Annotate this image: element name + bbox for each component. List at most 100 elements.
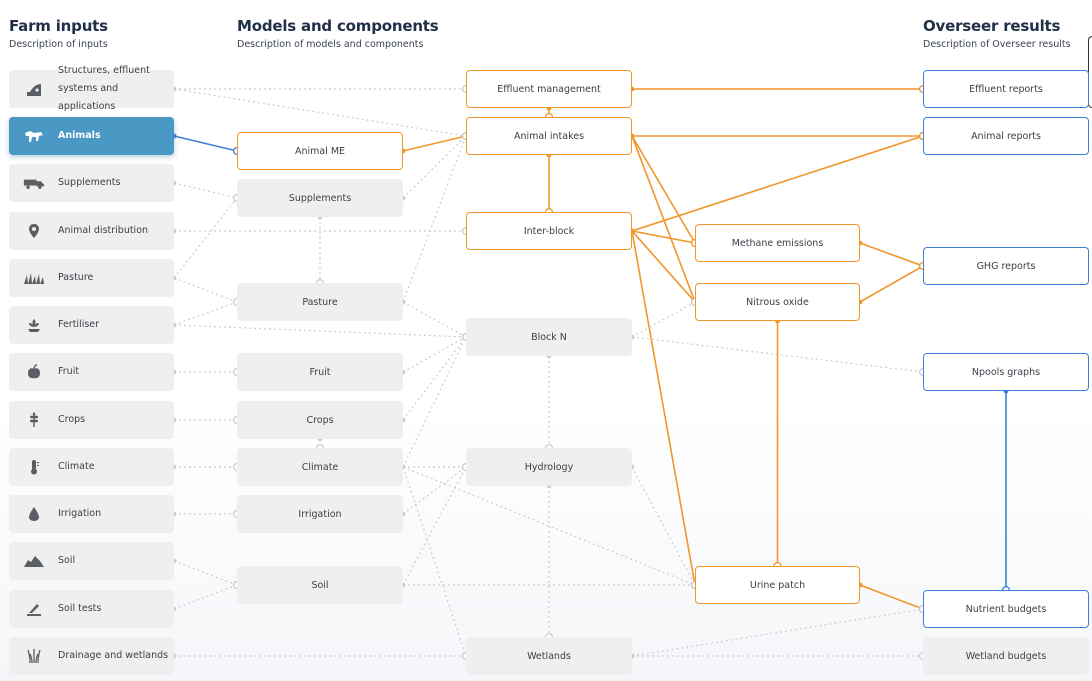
node-c_soil[interactable]: Soil [237,566,403,604]
models-title: Models and components [237,17,439,35]
node-supplements[interactable]: Supplements [9,164,174,202]
node-r_ghg[interactable]: GHG reports [923,247,1089,285]
node-label-c_crops: Crops [306,414,334,426]
node-r_wetland[interactable]: Wetland budgets [923,637,1089,675]
node-label-pasture: Pasture [58,272,94,283]
link-methane-r_ghg [859,242,924,267]
soil-icon [23,552,45,570]
link-supplements-c_supplements [173,182,238,199]
link-soil-c_soil [173,560,238,586]
node-crops[interactable]: Crops [9,401,174,439]
node-label-fertiliser: Fertiliser [58,319,100,330]
water-drop-icon [23,505,45,523]
link-intakes-nitrous [631,135,696,303]
link-wetlands-r_nutrient [631,608,924,657]
wheat-icon [23,411,45,429]
grass-icon [23,269,45,287]
node-methane[interactable]: Methane emissions [695,224,860,262]
node-climate[interactable]: Climate [9,448,174,486]
link-c_pasture-blockn [402,301,467,338]
node-r_effluent[interactable]: Effluent reports [923,70,1089,108]
node-pasture[interactable]: Pasture [9,259,174,297]
node-label-animalme: Animal ME [294,145,346,157]
link-c_climate-wetlands [402,466,467,657]
link-nitrous-r_ghg [859,265,924,303]
node-c_fruit[interactable]: Fruit [237,353,403,391]
results-description: Description of Overseer results [923,39,1071,50]
link-pasture-c_supplements [173,197,238,279]
node-r_animal[interactable]: Animal reports [923,117,1089,155]
link-interblock-urine [631,230,696,586]
node-label-intakes: Animal intakes [513,130,585,142]
node-label-c_pasture: Pasture [302,296,338,308]
node-c_pasture[interactable]: Pasture [237,283,403,321]
inputs-header: Farm inputs Description of inputs [9,17,108,50]
node-label-soiltests: Soil tests [58,603,102,614]
node-c_irrigation[interactable]: Irrigation [237,495,403,533]
node-r_npools[interactable]: Npools graphs [923,353,1089,391]
node-label-urine: Urine patch [749,579,806,591]
link-interblock-r_animal [631,135,924,232]
node-distribution[interactable]: Animal distribution [9,212,174,250]
link-c_fruit-blockn [402,336,467,373]
node-hydrology[interactable]: Hydrology [466,448,632,486]
node-nitrous[interactable]: Nitrous oxide [695,283,860,321]
node-label-r_nutrient: Nutrient budgets [965,603,1047,615]
node-structures[interactable]: Structures, effluent systems and applica… [9,65,174,112]
thermometer-icon [23,458,45,476]
link-c_soil-hydrology [402,466,467,586]
node-label-r_npools: Npools graphs [971,366,1041,378]
node-c_crops[interactable]: Crops [237,401,403,439]
node-effluent[interactable]: Effluent management [466,70,632,108]
node-wetlands[interactable]: Wetlands [466,637,632,675]
link-urine-r_nutrient [859,584,924,610]
node-label-structures: Structures, effluent systems and applica… [58,65,150,112]
node-label-animals: Animals [58,130,101,141]
link-c_crops-blockn [402,336,467,421]
link-hydrology-urine [631,466,696,586]
node-c_climate[interactable]: Climate [237,448,403,486]
node-drainage[interactable]: Drainage and wetlands [9,637,174,675]
animal-icon [23,127,45,145]
node-label-hydrology: Hydrology [524,461,574,473]
node-label-interblock: Inter-block [523,225,575,237]
models-description: Description of models and components [237,39,424,50]
link-interblock-methane [631,230,696,244]
link-c_supplements-intakes [402,135,467,199]
link-soiltests-c_soil [173,584,238,610]
node-label-c_climate: Climate [301,461,339,473]
node-animalme[interactable]: Animal ME [237,132,403,170]
node-label-drainage: Drainage and wetlands [58,650,169,661]
node-label-methane: Methane emissions [731,237,824,249]
node-label-r_animal: Animal reports [971,130,1041,142]
node-label-fruit: Fruit [58,366,80,377]
node-c_supplements[interactable]: Supplements [237,179,403,217]
link-c_pasture-intakes [402,135,467,303]
node-blockn[interactable]: Block N [466,318,632,356]
node-soiltests[interactable]: Soil tests [9,590,174,628]
node-irrigation[interactable]: Irrigation [9,495,174,533]
inputs-description: Description of inputs [9,39,108,50]
node-label-r_wetland: Wetland budgets [965,650,1047,662]
node-label-effluent: Effluent management [497,83,601,95]
node-animals[interactable]: Animals [9,117,174,155]
node-fertiliser[interactable]: Fertiliser [9,306,174,344]
node-fruit[interactable]: Fruit [9,353,174,391]
fertiliser-icon [23,316,45,334]
link-c_climate-blockn [402,336,467,468]
node-interblock[interactable]: Inter-block [466,212,632,250]
node-intakes[interactable]: Animal intakes [466,117,632,155]
node-soil[interactable]: Soil [9,542,174,580]
node-label-irrigation: Irrigation [58,508,102,519]
node-label-c_soil: Soil [311,579,329,591]
link-animalme-intakes [402,135,467,152]
node-label-climate: Climate [58,461,95,472]
node-r_nutrient[interactable]: Nutrient budgets [923,590,1089,628]
node-urine[interactable]: Urine patch [695,566,860,604]
link-c_irrigation-hydrology [402,466,467,515]
truck-icon [23,174,45,192]
link-intakes-methane [631,135,696,244]
node-label-r_ghg: GHG reports [976,260,1036,272]
link-blockn-nitrous [631,301,696,338]
link-fertiliser-blockn [173,324,467,338]
